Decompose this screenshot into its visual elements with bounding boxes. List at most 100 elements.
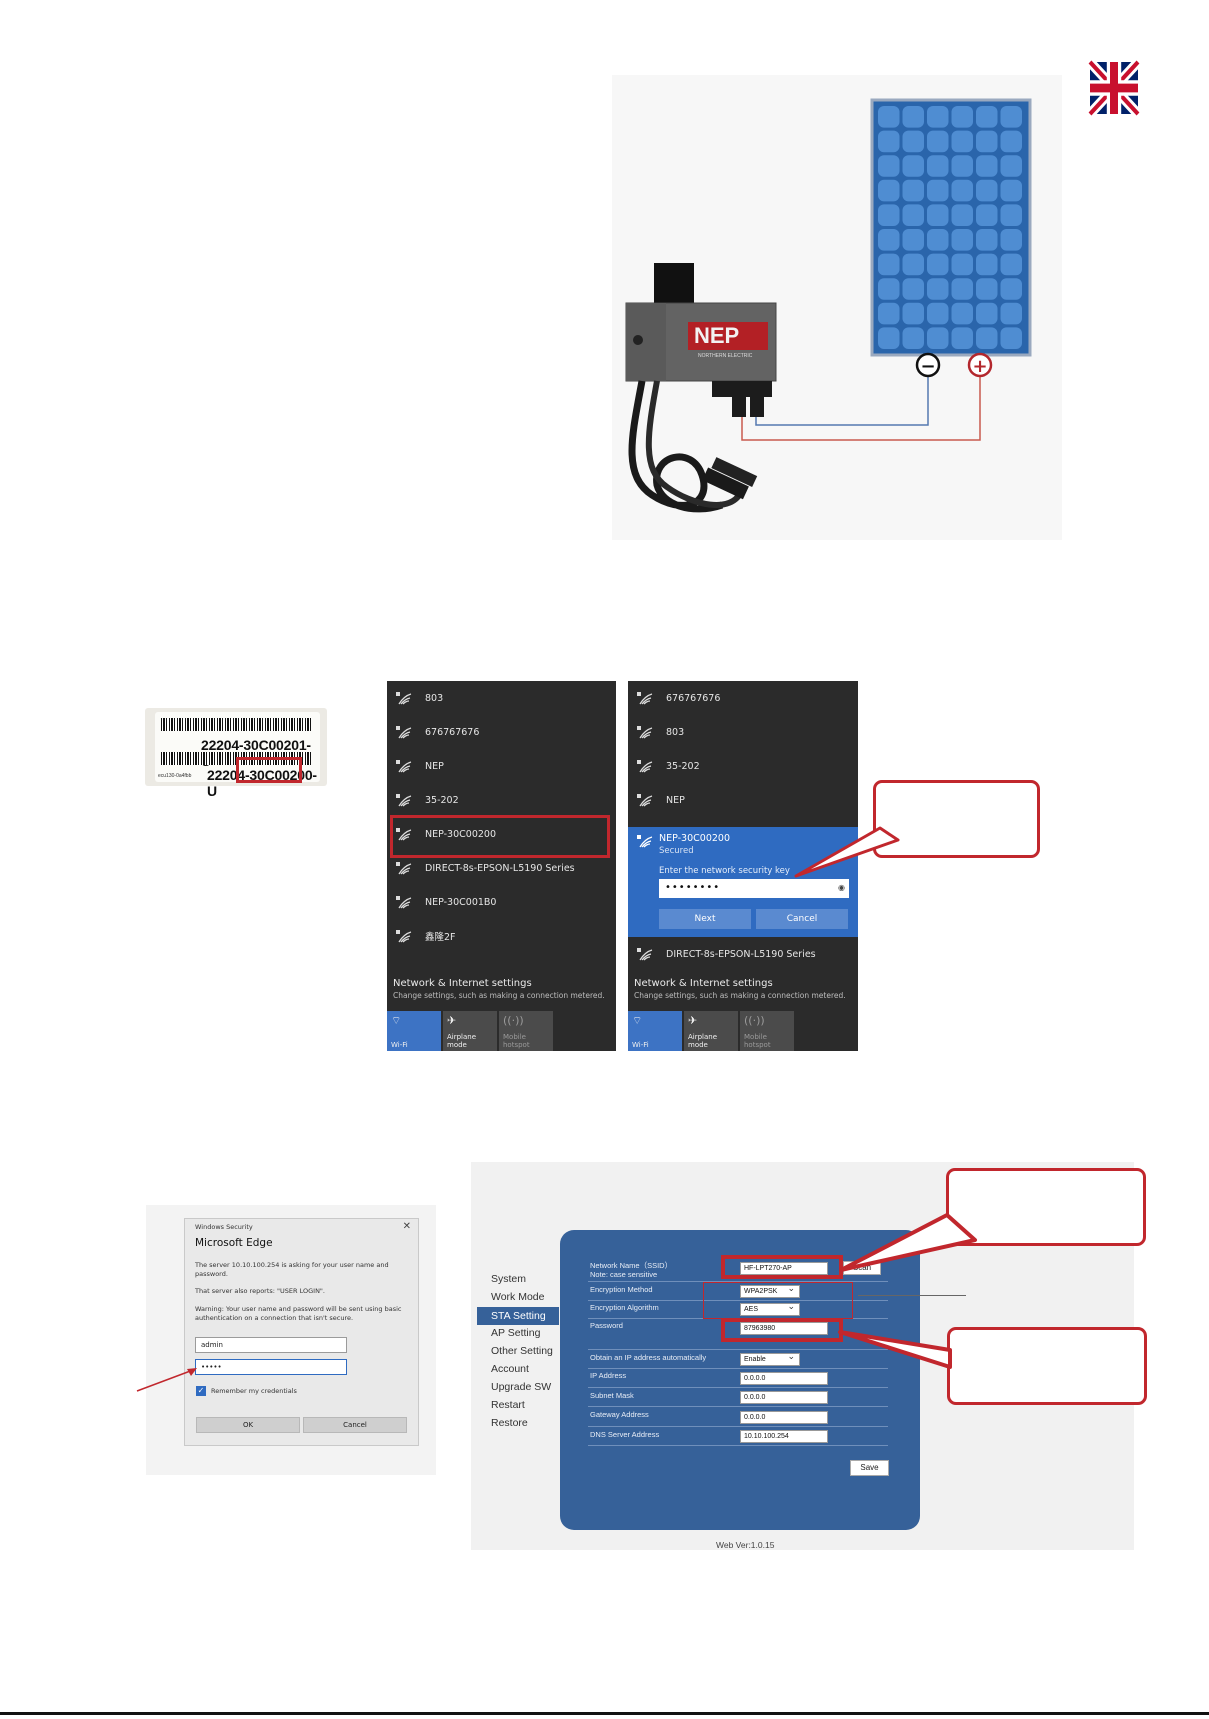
nav-other-setting[interactable]: Other Setting <box>491 1345 553 1357</box>
password-field[interactable]: ••••• <box>195 1359 347 1375</box>
wifi-tile[interactable]: ⌔Wi-Fi <box>387 1011 441 1051</box>
solar-cell <box>976 130 998 153</box>
solar-cell <box>927 106 949 128</box>
reveal-password-icon[interactable]: ◉ <box>838 883 845 892</box>
solar-cell <box>927 278 949 300</box>
ip-address-input[interactable]: 0.0.0.0 <box>740 1372 828 1385</box>
wifi-network-item[interactable]: 803 <box>387 681 616 715</box>
wifi-network-item[interactable]: NEP <box>628 783 858 817</box>
nav-restore[interactable]: Restore <box>491 1417 528 1429</box>
wifi-lock-icon <box>396 794 412 807</box>
ssid-label: Network Name（SSID） <box>590 1261 673 1270</box>
solar-cell <box>878 179 900 202</box>
next-button[interactable]: Next <box>659 909 751 929</box>
solar-cell <box>951 106 973 128</box>
wifi-lock-icon <box>637 948 653 961</box>
encryption-algorithm-label: Encryption Algorithm <box>590 1303 659 1312</box>
network-settings-link[interactable]: Network & Internet settings <box>634 978 773 989</box>
solar-cell <box>1000 179 1022 202</box>
close-icon[interactable]: ✕ <box>402 1221 411 1232</box>
nav-account[interactable]: Account <box>491 1363 529 1375</box>
dialog-warning: Warning: Your user name and password wil… <box>195 1305 402 1322</box>
hotspot-icon: ((·)) <box>503 1014 524 1027</box>
wifi-network-item[interactable]: 鑫隆2F <box>387 919 616 953</box>
nav-ap-setting[interactable]: AP Setting <box>491 1327 541 1339</box>
wifi-lock-icon <box>637 794 653 807</box>
hotspot-icon: ((·)) <box>744 1014 765 1027</box>
svg-text:+: + <box>972 356 987 377</box>
cancel-button[interactable]: Cancel <box>303 1417 407 1433</box>
expanded-network-item[interactable]: NEP-30C00200 Secured Enter the network s… <box>628 827 858 937</box>
wifi-network-item[interactable]: 35-202 <box>628 749 858 783</box>
wifi-tile[interactable]: ⌔Wi-Fi <box>628 1011 682 1051</box>
solar-cell <box>878 155 900 177</box>
wifi-network-item[interactable]: DIRECT-8s-EPSON-L5190 Series <box>387 851 616 885</box>
gateway-input[interactable]: 0.0.0.0 <box>740 1411 828 1424</box>
username-field[interactable]: admin <box>195 1337 347 1353</box>
obtain-ip-select[interactable]: Enable <box>740 1351 800 1366</box>
encryption-method-label: Encryption Method <box>590 1285 653 1294</box>
positive-terminal-icon <box>967 352 993 378</box>
password-input[interactable]: 87963980 <box>740 1322 828 1335</box>
subnet-mask-input[interactable]: 0.0.0.0 <box>740 1391 828 1404</box>
mobile-hotspot-tile[interactable]: ((·))Mobile hotspot <box>499 1011 553 1051</box>
wifi-network-item[interactable]: 35-202 <box>387 783 616 817</box>
mobile-hotspot-tile[interactable]: ((·))Mobile hotspot <box>740 1011 794 1051</box>
wifi-lock-icon <box>637 692 653 705</box>
wifi-network-item[interactable]: DIRECT-8s-EPSON-L5190 Series <box>628 937 858 971</box>
solar-cell <box>976 204 998 226</box>
solar-cell <box>927 229 949 251</box>
label-small-text: ecu130-0a4fbb <box>158 773 192 779</box>
solar-cell <box>1000 278 1022 300</box>
expanded-network-status: Secured <box>659 846 694 856</box>
wifi-icon: ⌔ <box>632 1014 643 1027</box>
solar-cell <box>927 130 949 153</box>
save-button[interactable]: Save <box>850 1460 889 1476</box>
nav-sta-setting[interactable]: STA Setting <box>477 1307 559 1325</box>
ssid-input[interactable]: HF-LPT270-AP <box>740 1262 828 1275</box>
airplane-mode-tile[interactable]: ✈Airplane mode <box>443 1011 497 1051</box>
nav-restart[interactable]: Restart <box>491 1399 525 1411</box>
encryption-algorithm-select[interactable]: AES <box>740 1301 800 1316</box>
solar-cell <box>878 278 900 300</box>
nav-upgrade-sw[interactable]: Upgrade SW <box>491 1381 552 1393</box>
wifi-network-item[interactable]: 803 <box>628 715 858 749</box>
svg-text:−: − <box>920 356 935 377</box>
solar-cell <box>927 327 949 349</box>
subnet-mask-label: Subnet Mask <box>590 1391 634 1400</box>
airplane-icon: ✈ <box>688 1014 698 1027</box>
ssid-highlight-box <box>721 1255 843 1279</box>
solar-cell <box>976 327 998 349</box>
nav-system[interactable]: System <box>491 1273 527 1285</box>
ok-button[interactable]: OK <box>196 1417 300 1433</box>
wifi-icon: ⌔ <box>391 1014 402 1027</box>
solar-cell <box>976 253 998 276</box>
row-divider <box>588 1281 888 1282</box>
network-settings-link[interactable]: Network & Internet settings <box>393 978 532 989</box>
solar-cell <box>878 229 900 251</box>
nav-work-mode[interactable]: Work Mode <box>491 1291 545 1303</box>
solar-cell <box>1000 155 1022 177</box>
solar-cell <box>878 327 900 349</box>
wifi-network-item[interactable]: NEP-30C001B0 <box>387 885 616 919</box>
ssid-callout-pointer <box>839 1213 977 1272</box>
inverter-logo-sub: NORTHERN ELECTRIC <box>698 353 753 359</box>
password-arrow <box>136 1368 197 1392</box>
wifi-network-item[interactable]: 676767676 <box>628 681 858 715</box>
solar-cell <box>951 278 973 300</box>
wifi-lock-icon <box>637 760 653 773</box>
dns-input[interactable]: 10.10.100.254 <box>740 1430 828 1443</box>
solar-cell <box>878 302 900 325</box>
remember-checkbox[interactable]: ✓ <box>196 1386 206 1396</box>
ssid-note: Note: case sensitive <box>590 1270 658 1279</box>
encryption-method-select[interactable]: WPA2PSK <box>740 1283 800 1298</box>
wifi-network-item[interactable]: NEP <box>387 749 616 783</box>
wifi-network-item[interactable]: NEP-30C00200 <box>387 817 616 851</box>
cancel-button[interactable]: Cancel <box>756 909 848 929</box>
security-key-input[interactable]: ••••••••◉ <box>659 879 849 898</box>
wifi-network-item[interactable]: 676767676 <box>387 715 616 749</box>
airplane-mode-tile[interactable]: ✈Airplane mode <box>684 1011 738 1051</box>
ip-address-label: IP Address <box>590 1371 627 1380</box>
solar-cell <box>976 302 998 325</box>
solar-cell <box>902 155 924 177</box>
